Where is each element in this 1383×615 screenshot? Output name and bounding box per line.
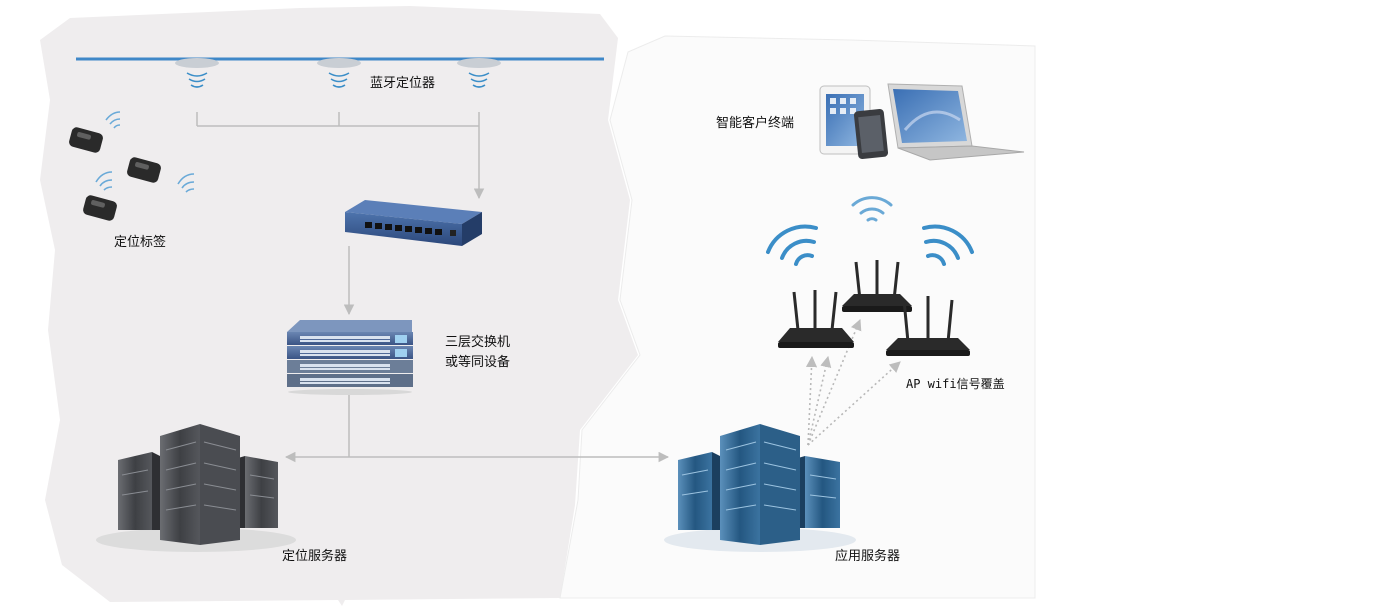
laptop-icon <box>887 83 1025 161</box>
bluetooth-locator-icon <box>317 58 361 88</box>
positioning-tag-icon <box>83 195 117 221</box>
phone-icon <box>853 108 889 160</box>
layer3-switch-icon <box>287 320 413 395</box>
positioning-tag-icon <box>69 127 103 153</box>
bluetooth-locator-icon <box>457 58 501 88</box>
wifi-signal-icon <box>851 196 893 222</box>
wifi-signal-icon <box>177 173 195 193</box>
wifi-signal-icon <box>766 224 818 266</box>
server-rack-icon <box>664 424 856 552</box>
positioning-tag-icon <box>127 157 161 183</box>
positioning-tag-label: 定位标签 <box>114 235 167 250</box>
locator-connectors <box>196 112 485 200</box>
bluetooth-locator-label: 蓝牙定位器 <box>370 76 436 91</box>
l3-switch-label-line1: 三层交换机 <box>445 335 511 350</box>
wifi-router-icon <box>778 290 854 348</box>
bluetooth-locator-icon <box>175 58 219 88</box>
l3-switch-label-line2: 或等同设备 <box>445 355 511 370</box>
server-rack-icon <box>96 424 296 552</box>
wifi-router-icon <box>842 260 912 312</box>
wifi-signal-icon <box>95 171 113 191</box>
wifi-signal-icon <box>922 224 974 266</box>
positioning-server-label: 定位服务器 <box>282 549 348 564</box>
wifi-signal-icon <box>105 111 121 129</box>
tablet-icon <box>819 85 871 155</box>
application-server-label: 应用服务器 <box>835 549 901 564</box>
wireless-links <box>805 318 901 446</box>
ap-wifi-coverage-label: AP wifi信号覆盖 <box>906 377 1005 391</box>
poe-switch-icon <box>345 200 482 246</box>
wifi-router-icon <box>886 296 970 356</box>
smart-client-terminal-label: 智能客户终端 <box>716 116 795 131</box>
